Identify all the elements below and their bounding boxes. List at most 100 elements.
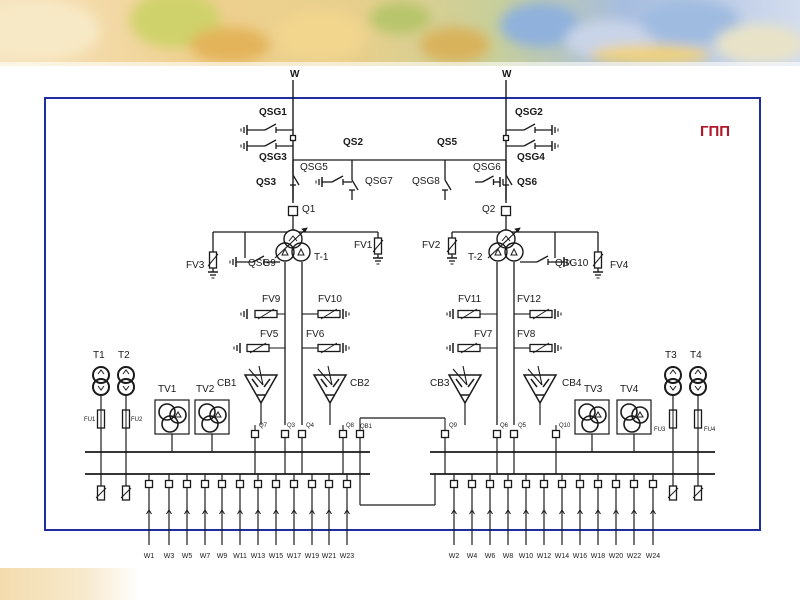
feeder-breaker-icon — [449, 479, 459, 489]
feeder-label: W5 — [182, 553, 193, 560]
feeder-arrow-icon — [559, 509, 565, 515]
capacitor-bank-icon — [522, 365, 558, 405]
disconnector-icon — [475, 175, 500, 185]
ground-icon — [240, 309, 248, 319]
feeder-arrow-icon — [202, 509, 208, 515]
label-qsg2: QSG2 — [515, 107, 543, 118]
surge-arrester-icon — [120, 485, 132, 501]
label-section-breaker: Q9 — [449, 423, 458, 429]
feeder-label: W1 — [144, 553, 155, 560]
label-fv2: FV2 — [422, 240, 441, 251]
feeder-label: W23 — [340, 553, 355, 560]
label-qs6: QS6 — [517, 177, 537, 188]
ground-icon — [447, 254, 457, 265]
surge-arrester-icon — [446, 237, 458, 255]
feeder-label: W6 — [485, 553, 496, 560]
feeder-arrow-icon — [255, 509, 261, 515]
feeder-arrow-icon — [523, 509, 529, 515]
feeder-arrow-icon — [237, 509, 243, 515]
surge-arrester-icon — [667, 485, 679, 501]
feeder-arrow-icon — [146, 509, 152, 515]
section-breaker-icon — [297, 429, 307, 439]
label-t3-aux: T3 — [665, 350, 677, 361]
feeder-breaker-icon — [611, 479, 621, 489]
disconnector-icon — [290, 160, 300, 200]
feeder-label: W18 — [591, 553, 606, 560]
feeder-arrow-icon — [451, 509, 457, 515]
feeder-breaker-icon — [200, 479, 210, 489]
label-fv12: FV12 — [517, 294, 541, 305]
section-breaker-icon — [355, 429, 365, 439]
feeder-arrow-icon — [613, 509, 619, 515]
ground-icon — [342, 343, 350, 353]
input-label-left: W — [290, 69, 300, 80]
disconnector-icon — [503, 160, 513, 200]
feeder-breaker-icon — [307, 479, 317, 489]
label-fu1: FU1 — [84, 417, 96, 423]
label-fv11: FV11 — [458, 294, 482, 305]
label-fv6: FV6 — [306, 329, 325, 340]
label-tv3: TV3 — [584, 384, 603, 395]
feeder-label: W11 — [233, 553, 247, 560]
feeder-label: W9 — [217, 553, 228, 560]
feeder-breaker-icon — [503, 479, 513, 489]
label-section-breaker: Q3 — [287, 423, 296, 429]
label-qs2: QS2 — [343, 137, 363, 148]
feeder-arrow-icon — [326, 509, 332, 515]
section-breaker-icon — [551, 429, 561, 439]
ground-icon — [551, 125, 559, 135]
voltage-transformer-icon — [194, 399, 230, 435]
feeder-label: W2 — [449, 553, 460, 560]
feeder-arrow-icon — [650, 509, 656, 515]
auxiliary-transformer-icon — [689, 366, 707, 396]
label-section-breaker: Q7 — [259, 423, 268, 429]
feeder-breaker-icon — [557, 479, 567, 489]
feeder-arrow-icon — [291, 509, 297, 515]
section-breaker-icon — [440, 429, 450, 439]
ground-icon — [593, 268, 603, 279]
feeder-breaker-icon — [144, 479, 154, 489]
section-breaker-icon — [492, 429, 502, 439]
ground-icon — [208, 268, 218, 279]
label-fv7: FV7 — [474, 329, 493, 340]
transformer-t2-icon — [487, 227, 524, 262]
label-cb3: CB3 — [430, 378, 450, 389]
label-qs5: QS5 — [437, 137, 457, 148]
feeder-breaker-icon — [324, 479, 334, 489]
disconnector-icon — [236, 255, 280, 265]
feeder-arrow-icon — [541, 509, 547, 515]
feeder-breaker-icon — [235, 479, 245, 489]
section-breaker-icon — [509, 429, 519, 439]
label-t2-main: T-2 — [468, 252, 483, 263]
feeder-breaker-icon — [342, 479, 352, 489]
disconnector-icon — [322, 175, 352, 185]
feeder-label: W17 — [287, 553, 302, 560]
label-qsg1: QSG1 — [259, 107, 287, 118]
capacitor-bank-icon — [243, 365, 279, 405]
label-tv4: TV4 — [620, 384, 639, 395]
voltage-transformer-icon — [574, 399, 610, 435]
ground-icon — [240, 141, 248, 151]
feeder-arrow-icon — [273, 509, 279, 515]
ground-icon — [446, 343, 454, 353]
label-cb1: CB1 — [217, 378, 237, 389]
label-qsg8: QSG8 — [412, 176, 440, 187]
surge-arrester-icon — [592, 251, 604, 269]
label-tv2: TV2 — [196, 384, 215, 395]
section-breaker-icon — [280, 429, 290, 439]
decorative-banner-image — [0, 0, 800, 66]
ground-icon — [551, 141, 559, 151]
disconnector-icon — [247, 139, 293, 149]
disconnector-icon — [506, 123, 552, 133]
feeder-label: W3 — [164, 553, 175, 560]
feeder-label: W22 — [627, 553, 642, 560]
label-fv4: FV4 — [610, 260, 629, 271]
label-section-breaker: Q5 — [518, 423, 527, 429]
label-fv8: FV8 — [517, 329, 536, 340]
label-fv3: FV3 — [186, 260, 205, 271]
surge-arrester-icon — [317, 342, 341, 354]
label-qsg10: QSG10 — [555, 258, 589, 269]
feeder-breaker-icon — [648, 479, 658, 489]
feeder-label: W7 — [200, 553, 211, 560]
feeder-breaker-icon — [289, 479, 299, 489]
